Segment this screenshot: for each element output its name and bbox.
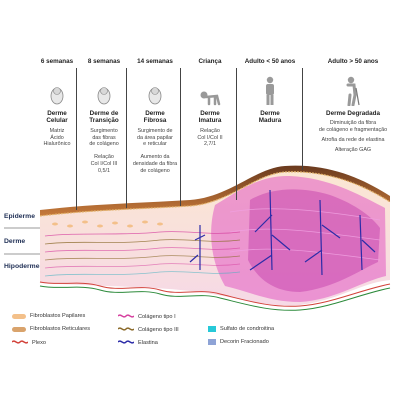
stage-divider xyxy=(126,68,127,208)
legend-item: Colágeno tipo III xyxy=(117,326,179,334)
legend-item: Sulfato de condroitina xyxy=(208,326,274,332)
legend-label: Colágeno tipo I xyxy=(138,314,176,320)
legend-item: Fibroblastos Reticulares xyxy=(12,326,90,332)
stage-description-secondary: Atrofia da rede de elastina xyxy=(321,137,385,143)
adult-icon xyxy=(240,76,300,106)
embryo-icon xyxy=(40,80,74,106)
stage-description: Matriz Ácido Hialurônico xyxy=(43,127,71,148)
elderly-icon xyxy=(306,76,400,106)
legend-item: Colágeno tipo I xyxy=(117,313,176,321)
layer-label-epiderme: Epiderme xyxy=(4,213,35,220)
fetus-icon xyxy=(130,80,180,106)
legend-swatch xyxy=(208,339,216,345)
stage-divider xyxy=(302,68,303,170)
stage-description-secondary: Relação Col I/Col III 0,5/1 xyxy=(90,154,118,174)
stage-age-3: Criança xyxy=(198,58,222,65)
legend-swatch xyxy=(11,339,29,347)
stage-age-0: 6 semanas xyxy=(40,58,74,65)
stage-name: Derme Fibrosa xyxy=(143,110,167,125)
stage-divider xyxy=(180,68,181,206)
layer-label-hipoderme: Hipoderme xyxy=(4,263,40,270)
legend-swatch xyxy=(12,313,26,319)
stage-age-1: 8 semanas xyxy=(87,58,121,65)
stage-column-4: Derme Madura xyxy=(240,76,300,228)
stage-name: Derme Imatura xyxy=(198,110,222,125)
stage-name: Derme de Transição xyxy=(89,110,119,125)
stage-description: Surgimento de da área papilar e reticula… xyxy=(137,127,173,148)
stage-name: Derme Degradada xyxy=(326,110,380,117)
legend-item: Fibroblastos Papilares xyxy=(12,313,85,319)
legend-label: Fibroblastos Reticulares xyxy=(30,326,91,332)
legend-label: Sulfato de condroitina xyxy=(220,326,275,332)
stage-age-4: Adulto < 50 anos xyxy=(244,58,296,65)
legend-swatch xyxy=(117,313,135,321)
legend-label: Colágeno tipo III xyxy=(138,327,179,333)
crawling-baby-icon xyxy=(186,80,234,106)
stage-age-5: Adulto > 50 anos xyxy=(327,58,379,65)
legend-label: Plexo xyxy=(32,340,46,346)
legend-item: Decorin Fracionado xyxy=(208,339,269,345)
stage-description: Diminuição da fibra de colágeno e fragme… xyxy=(318,120,388,134)
stage-divider xyxy=(236,68,237,200)
stage-description-tertiary: Alteração GAG xyxy=(334,146,372,153)
stage-description: Surgimento das fibras de colágeno xyxy=(89,127,119,148)
legend-swatch xyxy=(208,326,216,332)
legend-swatch xyxy=(12,326,26,332)
legend-item: Elastina xyxy=(117,339,158,347)
stage-name: Derme Celular xyxy=(46,110,68,125)
stage-name: Derme Madura xyxy=(258,110,282,125)
legend-label: Elastina xyxy=(138,340,158,346)
fetus-icon xyxy=(82,80,126,106)
stage-description: Relação Col I/Col II 2,7/1 xyxy=(197,127,223,148)
legend-swatch xyxy=(117,326,135,334)
legend-label: Fibroblastos Papilares xyxy=(30,313,86,319)
legend-item: Plexo xyxy=(11,339,46,347)
layer-label-derme: Derme xyxy=(4,238,26,245)
stage-divider xyxy=(76,68,77,210)
legend-swatch xyxy=(117,339,135,347)
legend-label: Decorin Fracionado xyxy=(220,339,269,345)
stage-age-2: 14 semanas xyxy=(137,58,173,65)
stage-description-secondary: Aumento da densidade da fibra de colágen… xyxy=(132,154,178,174)
